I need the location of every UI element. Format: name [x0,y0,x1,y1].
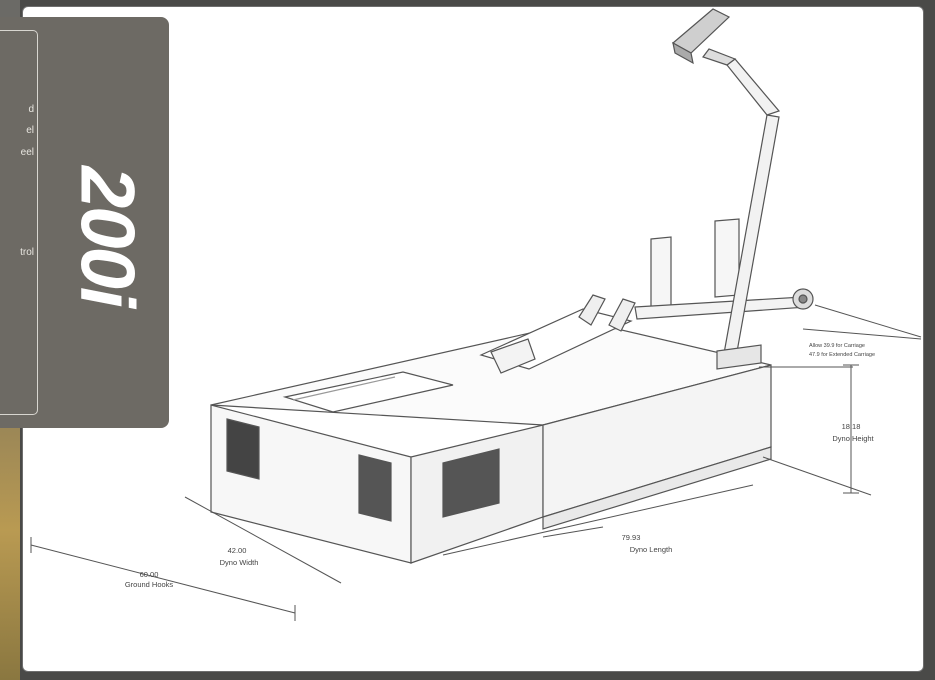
dyno-height-label: Dyno Height [832,434,874,443]
feature-text-3: eel [20,147,34,158]
dyno-height-value: 18.18 [842,422,861,431]
dyno-width-value: 42.00 [228,546,247,555]
ground-hooks-value: 60.00 [140,570,159,579]
feature-text-1: d [28,104,34,115]
dyno-length-label: Dyno Length [630,545,673,554]
model-title-text: 200i [64,166,150,306]
model-title: 200i [62,131,152,341]
carriage-note-line2: 47.9 for Extended Carriage [809,352,875,358]
model-info-card: d el eel trol 200i [0,17,169,428]
ground-hooks-label: Ground Hooks [125,580,174,589]
dyno-width-label: Dyno Width [220,558,259,567]
feature-list-frame: d el eel trol [0,30,38,415]
feature-text-2: el [26,125,34,136]
dyno-length-value: 79.93 [622,533,641,542]
dyno-line-drawing: 60.00 Ground Hooks 42.00 Dyno Width 79.9… [30,8,922,621]
feature-text-4: trol [20,247,34,258]
dyno-diagram-panel: 60.00 Ground Hooks 42.00 Dyno Width 79.9… [22,6,924,672]
carriage-note-line1: Allow 39.9 for Carriage [809,343,865,349]
